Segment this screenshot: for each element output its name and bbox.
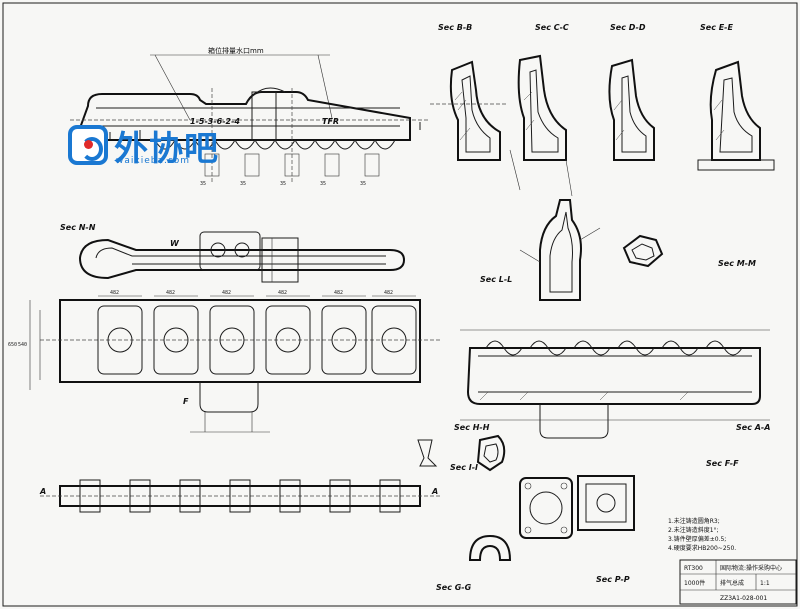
sec-bb-label: Sec B-B bbox=[438, 23, 472, 32]
tb-scale: 1:1 bbox=[760, 580, 770, 587]
watermark-url: waixieba.com bbox=[116, 156, 191, 166]
section-ff: Sec F-F bbox=[577, 459, 739, 531]
svg-text:35: 35 bbox=[280, 181, 286, 187]
view-w-label: W bbox=[170, 239, 180, 248]
capacity-note: 箱位排量水口mm bbox=[208, 46, 264, 55]
mark-f-upper: F bbox=[183, 397, 189, 406]
mark-a-left: A bbox=[39, 487, 46, 496]
firing-order-label: 1-5-3-6-2-4 bbox=[190, 117, 240, 126]
tb-qty: 1000件 bbox=[684, 579, 705, 587]
tfr-label: TFR bbox=[322, 117, 339, 126]
svg-text:482: 482 bbox=[110, 290, 119, 296]
section-mm: Sec M-M bbox=[622, 234, 756, 268]
tb-material: RT300 bbox=[684, 565, 703, 572]
section-nn: Sec N-N W bbox=[60, 223, 406, 283]
section-dd: Sec D-D bbox=[608, 23, 655, 161]
mark-a-right: A bbox=[431, 487, 438, 496]
tb-org: 国际物流:操作采购中心 bbox=[720, 564, 782, 572]
svg-text:482: 482 bbox=[166, 290, 175, 296]
sec-dd-label: Sec D-D bbox=[610, 23, 646, 32]
note-3: 3.铸件壁厚偏差±0.5; bbox=[668, 535, 726, 543]
technical-notes: 1.未注铸造圆角R3; 2.未注铸造斜度1°; 3.铸件壁厚偏差±0.5; 4.… bbox=[668, 517, 736, 552]
note-2: 2.未注铸造斜度1°; bbox=[668, 526, 719, 534]
section-ee: Sec E-E bbox=[697, 23, 775, 171]
section-gg: Sec G-G bbox=[436, 534, 512, 592]
section-hh: Sec H-H bbox=[454, 423, 506, 472]
section-pp: Sec P-P bbox=[519, 477, 630, 584]
svg-text:35: 35 bbox=[360, 181, 366, 187]
svg-text:650: 650 bbox=[8, 342, 17, 348]
svg-text:482: 482 bbox=[334, 290, 343, 296]
sec-mm-label: Sec M-M bbox=[718, 259, 756, 268]
sec-ii-label: Sec I-I bbox=[450, 463, 478, 472]
svg-text:482: 482 bbox=[222, 290, 231, 296]
svg-text:35: 35 bbox=[200, 181, 206, 187]
svg-text:482: 482 bbox=[278, 290, 287, 296]
watermark-dot-icon bbox=[84, 140, 93, 149]
watermark-brand: 外协吧 bbox=[114, 129, 219, 169]
section-bb: Sec B-B bbox=[430, 23, 506, 161]
sec-pp-label: Sec P-P bbox=[596, 575, 630, 584]
bottom-side-view: A A bbox=[39, 479, 440, 513]
sec-nn-label: Sec N-N bbox=[60, 223, 96, 232]
svg-text:35: 35 bbox=[240, 181, 246, 187]
sec-ff-label: Sec F-F bbox=[706, 459, 739, 468]
waixieba-watermark: 外协吧 waixieba.com bbox=[68, 123, 236, 169]
note-4: 4.硬度要求HB200~250. bbox=[668, 544, 736, 552]
svg-text:482: 482 bbox=[384, 290, 393, 296]
tb-part-name: 排气总成 bbox=[720, 579, 744, 587]
section-ll: Sec L-L bbox=[480, 199, 601, 301]
svg-text:540: 540 bbox=[18, 342, 27, 348]
sec-ee-label: Sec E-E bbox=[700, 23, 734, 32]
section-aa: Sec A-A bbox=[460, 329, 770, 439]
sec-cc-label: Sec C-C bbox=[535, 23, 569, 32]
title-block: RT300 国际物流:操作采购中心 排气总成 1000件 1:1 ZZ3A1-0… bbox=[679, 559, 797, 605]
sec-gg-label: Sec G-G bbox=[436, 583, 472, 592]
sec-aa-label: Sec A-A bbox=[736, 423, 770, 432]
svg-text:35: 35 bbox=[320, 181, 326, 187]
tb-drawing-no: ZZ3A1-028-001 bbox=[720, 595, 767, 602]
sec-hh-label: Sec H-H bbox=[454, 423, 490, 432]
section-cc: Sec C-C bbox=[509, 23, 573, 197]
sec-ll-label: Sec L-L bbox=[480, 275, 512, 284]
section-ii: Sec I-I bbox=[417, 439, 478, 472]
note-1: 1.未注铸造圆角R3; bbox=[668, 517, 720, 525]
